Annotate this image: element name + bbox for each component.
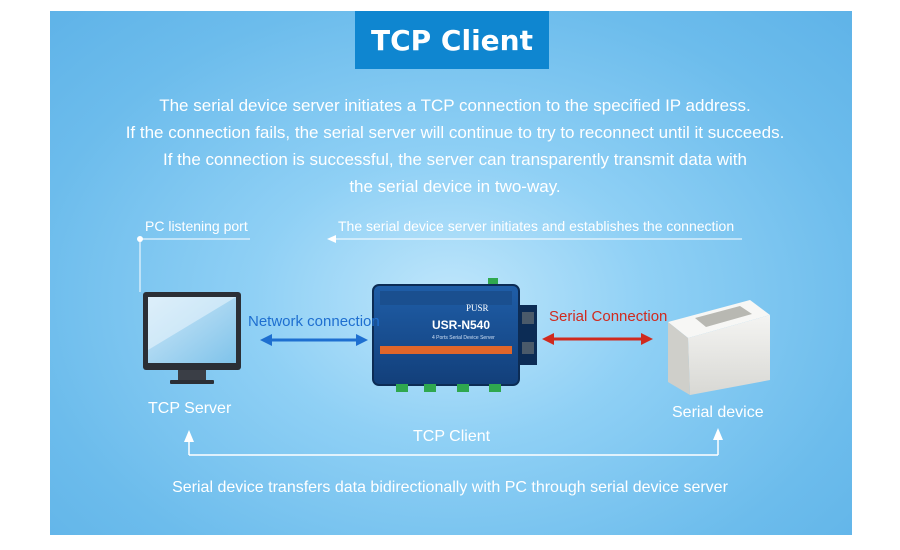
description-line-4: the serial device in two-way. bbox=[349, 177, 561, 196]
pc-listening-port-label: PC listening port bbox=[145, 218, 248, 234]
description-line-2: If the connection fails, the serial serv… bbox=[125, 123, 785, 142]
description-line-3: If the connection is successful, the ser… bbox=[163, 150, 747, 169]
bidirectional-bracket bbox=[184, 428, 723, 456]
pc-port-marker bbox=[137, 236, 250, 292]
serial-device-label: Serial device bbox=[672, 404, 764, 421]
description-line-1: The serial device server initiates a TCP… bbox=[159, 96, 751, 115]
printer-icon bbox=[668, 300, 770, 395]
tcp-client-label: TCP Client bbox=[413, 428, 491, 445]
initiates-connection-label: The serial device server initiates and e… bbox=[338, 218, 735, 234]
network-connection-arrow bbox=[260, 334, 368, 346]
serial-device-server-icon bbox=[372, 278, 537, 392]
footer-text: Serial device transfers data bidirection… bbox=[172, 479, 728, 496]
serial-connection-label: Serial Connection bbox=[549, 308, 668, 325]
initiates-arrow bbox=[327, 235, 742, 243]
device-model: USR-N540 bbox=[432, 318, 491, 332]
page-title: TCP Client bbox=[355, 11, 549, 69]
device-brand: PUSR bbox=[466, 303, 489, 313]
device-subtitle: 4 Ports Serial Device Server bbox=[432, 335, 495, 341]
tcp-server-label: TCP Server bbox=[148, 400, 232, 417]
serial-connection-arrow bbox=[542, 333, 653, 345]
monitor-icon bbox=[143, 292, 241, 384]
network-connection-label: Network connection bbox=[248, 313, 380, 330]
